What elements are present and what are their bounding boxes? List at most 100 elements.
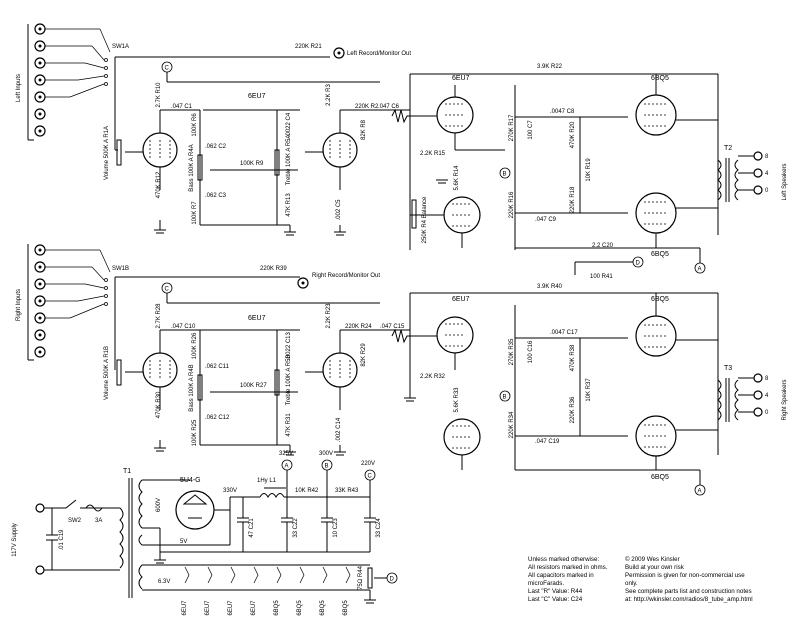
c10-label: .047 C10: [171, 324, 196, 330]
r24-label: 2.7K R28: [156, 303, 162, 329]
c11-label: .062 C11: [205, 364, 230, 370]
credits-block: © 2009 Wes Kinsler Build at your own ris…: [625, 556, 753, 603]
r17-label: 270K R17: [509, 114, 515, 141]
r10-label: .002 C5: [336, 199, 342, 221]
r32-label: 2.2K R32: [420, 374, 446, 380]
left-tap-0: 0: [765, 188, 769, 194]
c2-label: .062 C2: [205, 144, 227, 150]
r31-label: .047 C15: [380, 324, 405, 330]
heater-label: 6.3V: [158, 579, 170, 585]
r25-label: 100K R25: [192, 419, 198, 446]
left-preamp-stage: Left Record/Monitor Out 220K R21 C Volum…: [104, 44, 411, 236]
sw1a-label: SW1A: [112, 44, 129, 50]
r14-label: 5.6K R14: [454, 165, 460, 191]
credits-line-4: only.: [625, 580, 638, 587]
svg-text:A: A: [285, 464, 289, 470]
r19-label: 10K R19: [586, 158, 592, 182]
right-record-out-label: Right Record/Monitor Out: [312, 273, 380, 279]
choke-label: 1Hy L1: [257, 478, 277, 484]
r42-label: 10K R42: [295, 488, 319, 494]
credits-line-1: © 2009 Wes Kinsler: [625, 556, 680, 563]
c4-label: .0022 C4: [286, 112, 292, 137]
b220-label: 220V: [361, 461, 375, 467]
c24-label: 33 C24: [376, 518, 382, 538]
c1-label: .047 C1: [171, 104, 193, 110]
c20-label: 2.2 C20: [592, 243, 614, 249]
t2-label: T2: [724, 145, 732, 152]
right-pre-tube-label: 6EU7: [248, 315, 266, 322]
left-out-tube-bottom-label: 6BQ5: [651, 251, 669, 258]
r30-label: 82K R29: [361, 343, 367, 367]
c21-label: 47 C21: [249, 518, 255, 538]
left-input-jacks: Left Inputs SW1A: [16, 23, 129, 141]
r37-label: 10K R37: [586, 378, 592, 402]
notes-line-6: Last "C" Value: C24: [528, 596, 583, 603]
power-supply: 117V Supply SW2 3A .01 C19 T1 600V 5U4-G…: [12, 451, 398, 616]
left-inputs-label: Left Inputs: [16, 74, 22, 102]
notes-line-3: All capacitors marked in: [528, 572, 594, 579]
r12-label: 82K R8: [361, 119, 367, 140]
c9-label: .047 C9: [535, 217, 557, 223]
r7-label: 100K R7: [192, 201, 198, 225]
right-inputs-label: Right Inputs: [16, 289, 22, 321]
t3-label: T3: [724, 365, 732, 372]
r29-label: 2.2K R23: [326, 303, 332, 329]
heater-tube-1: 6EU7: [182, 600, 188, 616]
left-tap-4: 4: [765, 171, 769, 177]
r3-label: 470K R12: [156, 171, 162, 198]
right-speakers-label: Right Speakers: [782, 379, 788, 420]
sw1b-label: SW1B: [112, 266, 129, 272]
r28-label: .002 C14: [336, 417, 342, 442]
r26-label: 100K R26: [192, 332, 198, 359]
c19-in-label: .01 C19: [59, 529, 65, 551]
r27-label: 100K R27: [240, 383, 267, 389]
r40-label: 3.9K R40: [537, 284, 563, 290]
volume-right-label: Volume 500K A R1B: [104, 346, 110, 400]
r2-label: 2.7K R10: [156, 82, 162, 108]
left-power-stage: 3.9K R22 6EU7 2.2K R15 5.6K R14 250K R4 …: [409, 64, 788, 280]
credits-line-2: Build at your own risk: [625, 564, 685, 571]
r36-label: 220K R36: [570, 396, 576, 423]
right-input-jacks: Right Inputs SW1B: [16, 244, 129, 361]
left-record-out-label: Left Record/Monitor Out: [347, 51, 411, 57]
c16-label: 100 C16: [528, 340, 534, 363]
svg-text:D: D: [636, 261, 641, 267]
credits-line-3: Permission is given for non-commercial u…: [625, 572, 745, 579]
heater-tube-3: 6EU7: [228, 600, 234, 616]
balance-label: 250K R4 Balance: [422, 196, 428, 243]
heater-tube-2: 6EU7: [205, 600, 211, 616]
notes-line-4: microFarads.: [528, 580, 564, 587]
c12-label: .062 C12: [205, 415, 230, 421]
right-out-tube-top-label: 6BQ5: [651, 296, 669, 303]
c23-label: 10 C23: [333, 518, 339, 538]
r18-label: 220K R18: [570, 186, 576, 213]
b325-label: 325V: [279, 451, 293, 457]
left-speakers-label: Left Speakers: [782, 163, 788, 200]
notes-line-1: Unless marked otherwise:: [528, 556, 599, 563]
treble-right-label: Treble 100K A R5B: [286, 355, 292, 406]
fuse-label: 3A: [95, 518, 102, 524]
right-tap-0: 0: [765, 410, 769, 416]
c14-label: 47K R31: [286, 413, 292, 437]
r16-label: 220K R16: [509, 191, 515, 218]
sw2-label: SW2: [68, 518, 82, 524]
heater-filaments: [184, 566, 351, 584]
heater-tube-8: 6BQ5: [343, 600, 349, 616]
rectifier-label: 5U4-G: [180, 477, 201, 484]
c8-label: .0047 C8: [550, 109, 575, 115]
svg-text:B: B: [325, 464, 329, 470]
heater-tube-4: 6EU7: [251, 600, 257, 616]
r34-label: 220K R34: [509, 411, 515, 438]
heater-tube-6: 6BQ5: [297, 600, 303, 616]
b330-label: 330V: [223, 488, 237, 494]
c15-label: 220K R24: [345, 324, 372, 330]
notes-block: Unless marked otherwise: All resistors m…: [528, 556, 608, 603]
volume-left-label: Volume 500K A R1A: [104, 126, 110, 180]
r8-label: 2.2K R3: [326, 84, 332, 106]
c13-label: .0022 C13: [286, 332, 292, 360]
r33-label: 5.6K R33: [454, 387, 460, 413]
r13-label: .047 C6: [378, 104, 400, 110]
credits-line-6: at: http://wkinsler.com/radios/8_tube_am…: [625, 596, 753, 603]
right-preamp-stage: Right Record/Monitor Out 220K R39 C Volu…: [104, 266, 410, 456]
r38-label: 470K R38: [570, 344, 576, 371]
